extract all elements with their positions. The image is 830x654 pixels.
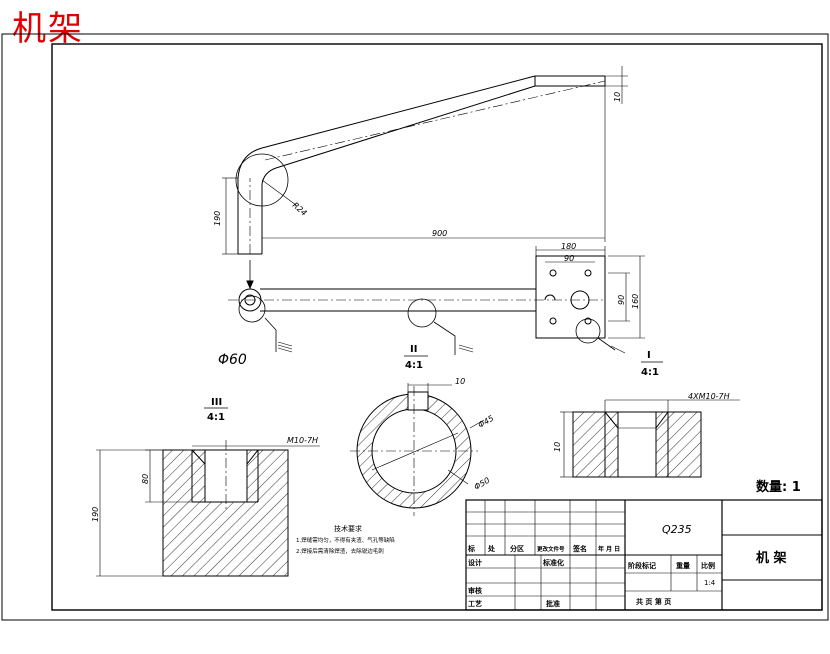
elevation-view — [222, 66, 628, 290]
tb-col-sign: 签名 — [572, 544, 587, 553]
view-II-roman: II — [410, 344, 417, 355]
dim-length-900: 900 — [432, 229, 447, 238]
view-I-roman: I — [647, 350, 651, 361]
tb-ratio: 比例 — [701, 561, 715, 570]
dim-radius: R24 — [291, 201, 309, 218]
notes-heading: 技术要求 — [334, 524, 362, 533]
dim-h-190b: 190 — [91, 507, 100, 522]
tb-design: 设计 — [468, 558, 482, 567]
view-II-scale: 4:1 — [405, 360, 423, 371]
dim-block-10: 10 — [553, 442, 562, 452]
view-label-III: III 4:1 — [204, 397, 228, 423]
dim-w-180: 180 — [561, 242, 576, 251]
view-I-scale: 4:1 — [641, 367, 659, 378]
dim-h-80: 80 — [141, 474, 150, 484]
plan-view — [228, 246, 645, 355]
view-label-II: II 4:1 — [404, 344, 428, 371]
dim-height-190: 190 — [213, 211, 222, 226]
tb-review: 审核 — [468, 586, 482, 595]
threaded-block-section — [560, 399, 740, 478]
tb-part-name: 机 架 — [756, 550, 787, 566]
tb-stage-mark: 阶段标记 — [628, 561, 656, 570]
tb-standardize: 标准化 — [542, 558, 564, 567]
quantity-label: 数量: 1 — [756, 479, 801, 495]
notes-line-1: 1.焊缝需均匀，不得有夹渣、气孔等缺陷 — [296, 536, 395, 544]
dim-phi45: Φ45 — [477, 414, 496, 430]
tb-col-mark: 标 — [467, 544, 475, 553]
drawing-title: 机架 — [12, 9, 84, 49]
view-III-roman: III — [211, 397, 222, 408]
tb-col-date: 年 月 日 — [598, 545, 620, 553]
dim-w-90: 90 — [564, 254, 574, 263]
inner-frame — [51, 43, 823, 611]
tb-col-doc: 更改文件号 — [537, 545, 565, 553]
dim-key-10: 10 — [455, 377, 465, 386]
outer-frame — [1, 33, 829, 621]
dim-h-90: 90 — [617, 295, 626, 305]
dim-thread-4x: 4XM10-7H — [688, 392, 730, 401]
tb-col-zone: 分区 — [510, 544, 524, 553]
dim-top-10: 10 — [613, 92, 622, 102]
dim-phi50: Φ50 — [473, 476, 492, 492]
tb-material: Q235 — [662, 523, 692, 536]
tb-weight: 重量 — [676, 561, 690, 570]
tb-col-qty: 处 — [487, 544, 496, 553]
tb-ratio-value: 1:4 — [704, 579, 716, 587]
tb-process: 工艺 — [468, 599, 482, 608]
tb-sheets: 共 页 第 页 — [636, 597, 671, 606]
dim-phi60: Φ60 — [218, 352, 247, 368]
ring-section — [350, 383, 485, 516]
dim-thread-m10: M10-7H — [287, 436, 318, 445]
view-III-scale: 4:1 — [207, 412, 225, 423]
notes-line-2: 2.焊接后需清除焊渣，去除锐边毛刺 — [296, 547, 384, 555]
tb-approve: 批准 — [546, 599, 560, 608]
view-label-I: I 4:1 — [641, 350, 663, 378]
tall-block-section — [96, 440, 320, 577]
dim-h-160: 160 — [631, 294, 640, 309]
title-block — [465, 499, 823, 611]
